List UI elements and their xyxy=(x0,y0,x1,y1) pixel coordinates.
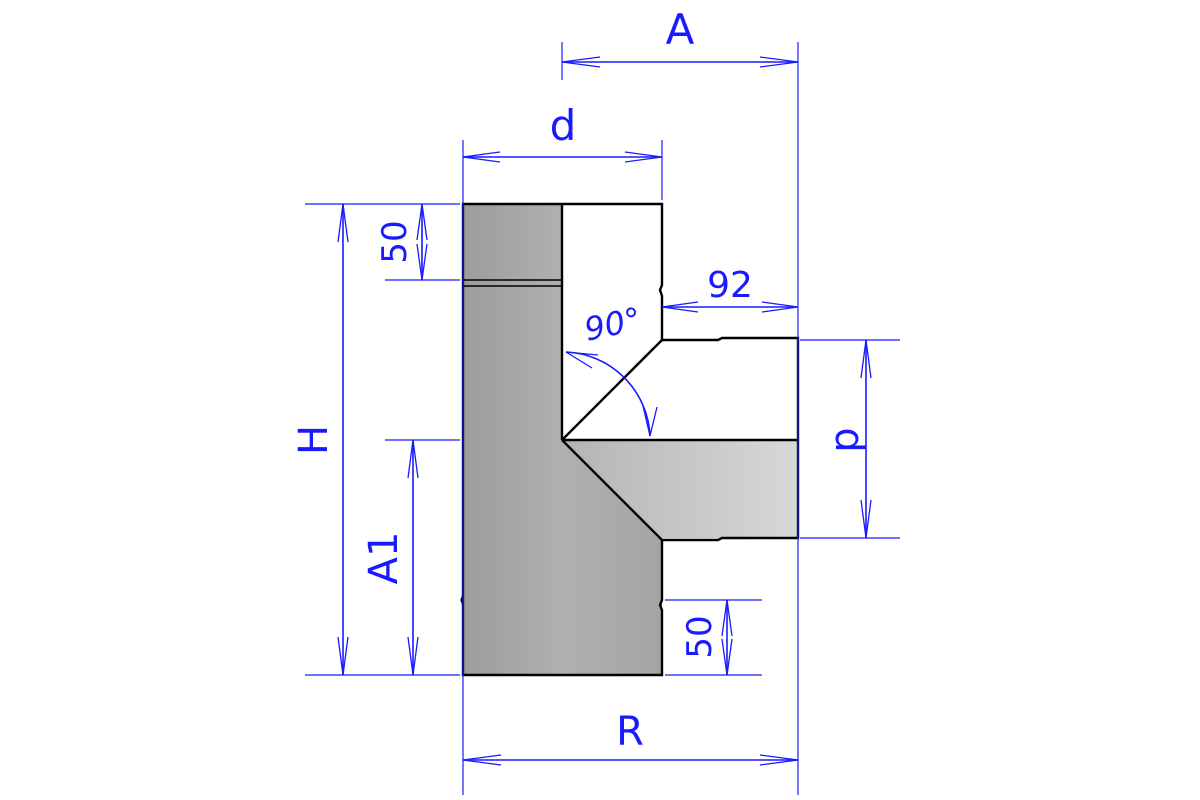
extension-lines xyxy=(305,42,900,795)
label-r: R xyxy=(616,709,644,755)
dimension-50-top xyxy=(416,203,428,281)
angle-indicator xyxy=(565,351,658,437)
dimension-50-bottom xyxy=(721,599,733,676)
dimension-a xyxy=(561,56,799,68)
label-50-top: 50 xyxy=(375,220,415,263)
dimension-d-right xyxy=(860,339,872,539)
dimension-a1 xyxy=(407,439,419,676)
label-angle: 90° xyxy=(581,300,644,349)
dimension-h xyxy=(337,203,349,676)
main-pipe-left-joint xyxy=(460,594,464,606)
main-pipe-shaded-face xyxy=(463,204,662,675)
label-d-right: d xyxy=(826,427,872,452)
label-50-bottom: 50 xyxy=(680,615,720,658)
dimension-r xyxy=(462,754,799,766)
label-h: H xyxy=(291,425,337,455)
dimension-d-top xyxy=(462,151,663,163)
tee-body xyxy=(460,202,800,677)
label-a: A xyxy=(666,5,695,54)
label-d-top: d xyxy=(550,101,577,150)
label-92: 92 xyxy=(707,265,753,306)
label-a1: A1 xyxy=(361,532,407,585)
branch-shaded-face xyxy=(562,440,798,538)
dimension-92 xyxy=(661,301,799,313)
branch-upper-miter xyxy=(561,339,663,441)
branch-lower-miter xyxy=(561,439,663,541)
